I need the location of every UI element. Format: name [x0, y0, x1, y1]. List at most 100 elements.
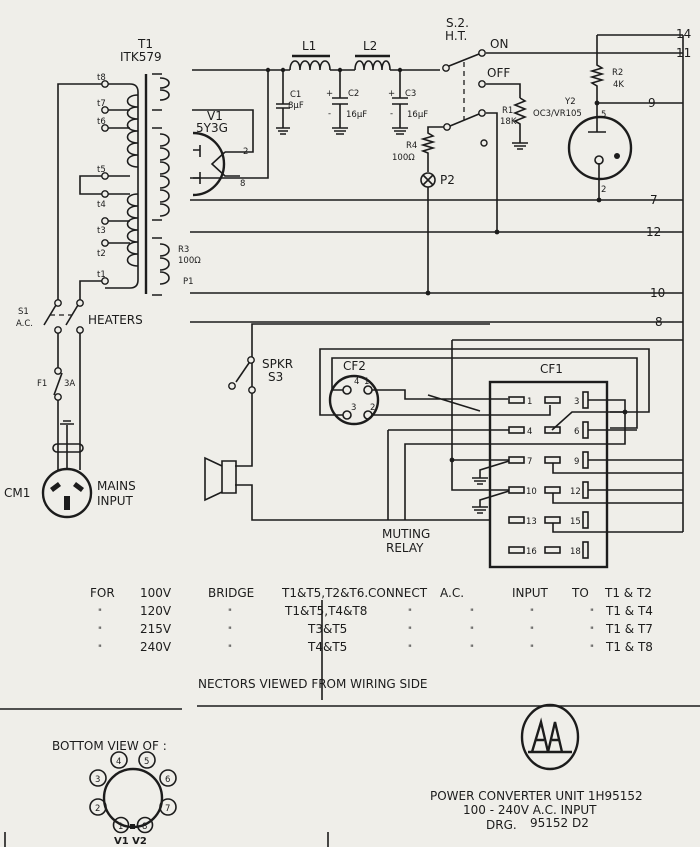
label-socket-title: BOTTOM VIEW OF :	[52, 739, 167, 753]
label-components-CF1-pins-9: 15	[570, 517, 581, 527]
label-components-C3-value: 16µF	[407, 110, 428, 120]
label-voltage_table-rows-2-c3: "	[530, 626, 534, 636]
label-components-Y2-pin_bot: 2	[601, 185, 606, 195]
label-components-CF1-pins-11: 18	[570, 547, 581, 557]
terminal-7: 7	[650, 193, 658, 207]
regulator-y2: R2 4K Y2 OC3/VR105 5 2	[533, 34, 683, 203]
fold-marks	[4, 600, 329, 847]
label-components-S2-ref: S.2.	[446, 16, 469, 30]
table-row: " 240V " T4&T5 " " " " T1 & T8	[98, 640, 653, 654]
label-voltage_table-rows-0-bridge: BRIDGE	[208, 586, 254, 600]
label-components-R3-ref: R3	[178, 245, 189, 255]
label-socket-pins-0: 1	[118, 822, 123, 832]
label-components-CF1-pins-6: 10	[526, 487, 537, 497]
label-components-Y2-type: OC3/VR105	[533, 109, 582, 119]
label-voltage_table-rows-1-c2: "	[470, 608, 474, 618]
svg-text:+: +	[388, 89, 395, 99]
label-components-S3-label2: S3	[268, 370, 283, 384]
label-voltage_table-rows-3-for: "	[98, 644, 102, 654]
label-voltage_table-rows-0-to: T1 & T2	[604, 586, 652, 600]
capacitor-c1: C1 8µF	[276, 70, 304, 135]
label-components-CF2-pins-3: 2	[370, 403, 375, 413]
label-transformer-taps-5: t3	[97, 226, 106, 236]
terminal-8: 8	[655, 315, 663, 329]
label-voltage_table-rows-2-voltage: 215V	[140, 622, 172, 636]
label-components-S1-func: A.C.	[16, 319, 33, 329]
label-components-R2-value: 4K	[613, 80, 624, 90]
label-components-CF1-pins-5: 9	[574, 457, 579, 467]
connector-note: NECTORS VIEWED FROM WIRING SIDE	[198, 677, 428, 691]
label-components-R2-ref: R2	[612, 68, 623, 78]
label-transformer-taps-1: t7	[97, 99, 106, 109]
awa-logo	[520, 703, 580, 771]
table-row: FOR 100V BRIDGE T1&T5,T2&T6. CONNECT A.C…	[90, 586, 652, 600]
label-voltage_table-rows-3-voltage: 240V	[140, 640, 172, 654]
l2-label: L2	[363, 39, 377, 53]
label-title_block-line3_value: 95152 D2	[530, 816, 589, 830]
secondary-windings	[152, 73, 170, 296]
label-components-CM1-ref: CM1	[4, 486, 30, 500]
t1-part-label: ITK579	[120, 50, 162, 64]
label-voltage_table-rows-2-bridge: "	[228, 626, 232, 636]
label-voltage_table-rows-0-c3: INPUT	[512, 586, 549, 600]
label-voltage_table-rows-0-links: T1&T5,T2&T6.	[281, 586, 368, 600]
octal-socket-bottom-view: BOTTOM VIEW OF : 1 2 3 4 5 6 7 8 V1 V2	[52, 739, 177, 847]
terminal-14: 14	[676, 27, 691, 41]
label-socket-pins-5: 6	[165, 775, 170, 785]
label-voltage_table-rows-1-c3: "	[530, 608, 534, 618]
terminal-10: 10	[650, 286, 665, 300]
terminal-9: 9	[648, 96, 656, 110]
label-transformer-taps-3: t5	[97, 165, 106, 175]
label-components-CF1-pins-7: 12	[570, 487, 581, 497]
label-voltage_table-rows-3-links: T4&T5	[307, 640, 347, 654]
label-components-CM1-label2: INPUT	[97, 494, 134, 508]
terminal-11: 11	[676, 46, 691, 60]
label-components-C2-value: 16µF	[346, 110, 367, 120]
connector-cf2: CF2 4 1 3 2	[319, 348, 650, 429]
label-components-P1: P1	[183, 277, 194, 287]
label-components-CF1-pins-10: 16	[526, 547, 537, 557]
label-components-S1-label: HEATERS	[88, 313, 143, 327]
label-socket-pins-6: 7	[165, 804, 170, 814]
label-voltage_table-rows-0-c1: CONNECT	[368, 586, 428, 600]
svg-text:-: -	[390, 109, 393, 119]
terminal-12: 12	[646, 225, 661, 239]
label-socket-pins-2: 3	[95, 775, 100, 785]
label-voltage_table-rows-0-voltage: 100V	[140, 586, 172, 600]
label-components-CF1-pins-4: 7	[527, 457, 532, 467]
label-components-P2: P2	[440, 173, 455, 187]
label-components-CF1-pins-0: 1	[527, 397, 532, 407]
primary-leads	[57, 83, 102, 300]
label-components-CF1-ref: CF1	[540, 362, 563, 376]
transformer-t1: T1 ITK579 t8 t7 t6 t5 t4 t3 t2 t1	[57, 37, 170, 300]
label-components-S3-label1: SPKR	[262, 357, 293, 371]
label-transformer-taps-6: t2	[97, 249, 106, 259]
rectifier-v1: V1 5Y3G 2 8	[192, 109, 248, 197]
label-components-R4-ref: R4	[406, 141, 417, 151]
label-voltage_table-rows-2-links: T3&T5	[307, 622, 347, 636]
label-transformer-taps-2: t6	[97, 117, 106, 127]
label-voltage_table-rows-3-to: T1 & T8	[605, 640, 653, 654]
label-components-CF1-pins-3: 6	[574, 427, 579, 437]
label-voltage_table-rows-3-c2: "	[470, 644, 474, 654]
loudspeaker-icon	[204, 456, 237, 502]
label-voltage_table-rows-1-to: T1 & T4	[605, 604, 653, 618]
label-components-CF2-pins-0: 4	[354, 377, 359, 387]
label-voltage_table-rows-2-for: "	[98, 626, 102, 636]
label-voltage_table-rows-0-for: FOR	[90, 586, 115, 600]
label-components-V1-type: 5Y3G	[196, 121, 228, 135]
label-components-S1-ref: S1	[18, 307, 29, 317]
l1-label: L1	[302, 39, 316, 53]
label-components-S2-func: H.T.	[445, 29, 467, 43]
t1-ref-label: T1	[137, 37, 153, 51]
switch-s2-ht[interactable]: S.2. H.T. ON OFF	[442, 16, 683, 232]
label-components-R3-value: 100Ω	[178, 256, 201, 266]
label-components-muting-line2: RELAY	[386, 541, 424, 555]
label-components-S2-on: ON	[490, 37, 508, 51]
label-transformer-taps-0: t8	[97, 73, 106, 83]
label-voltage_table-rows-1-voltage: 120V	[140, 604, 172, 618]
capacitor-c3: +- C3 16µF	[388, 70, 428, 135]
primary-winding	[105, 83, 139, 289]
